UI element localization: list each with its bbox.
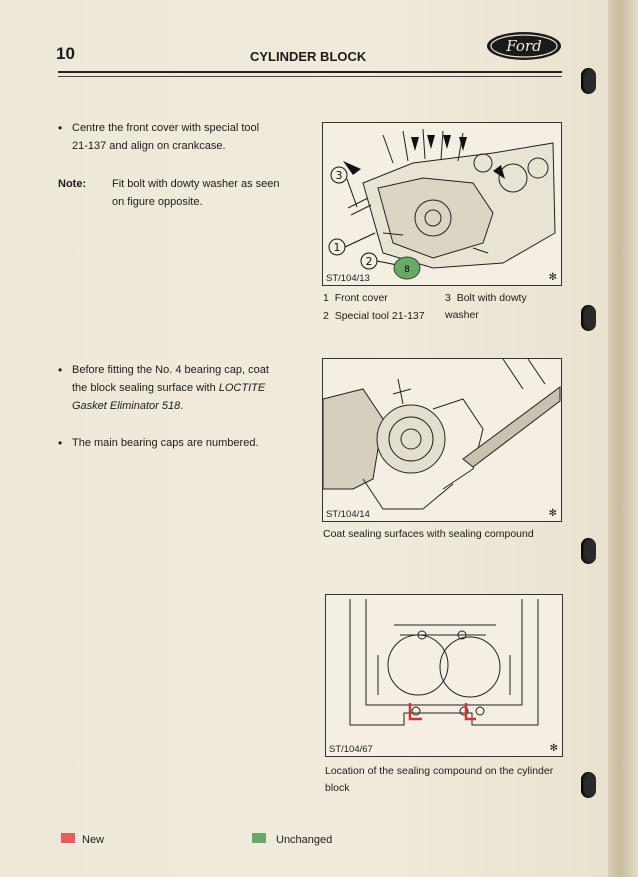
header-rule-thin <box>58 76 562 77</box>
manual-page: 10 CYLINDER BLOCK Ford Centre the front … <box>0 0 608 877</box>
caption-item-2: 2 Special tool 21-137 <box>323 310 425 322</box>
figure-front-cover: 3 1 2 8 ST/104/13 ✻ <box>322 122 562 286</box>
product-name: LOCTITE Gasket Eliminator 518 <box>72 382 266 412</box>
binder-hole <box>581 305 596 331</box>
note-label: Note: <box>58 178 87 190</box>
instruction-centre-cover: Centre the front cover with special tool… <box>58 119 272 155</box>
instruction-coat-surface: Before fitting the No. 4 bearing cap, co… <box>58 361 284 415</box>
page-title: CYLINDER BLOCK <box>250 49 367 64</box>
figure-sealing-location: ST/104/67 ✻ <box>325 594 563 757</box>
ford-logo: Ford <box>487 32 561 60</box>
figure-id: ST/104/13 <box>326 273 370 284</box>
instruction-coat-end: . <box>180 400 184 412</box>
caption-item-3: 3 Bolt with dowty washer <box>445 292 527 321</box>
ford-emblem-icon: ✻ <box>548 508 557 519</box>
logo-text: Ford <box>505 37 541 55</box>
special-tool-highlight <box>393 256 421 280</box>
legend-new-label: New <box>82 834 105 846</box>
legend-unchanged-label: Unchanged <box>276 834 333 846</box>
engine-front-cover-drawing: 3 1 2 8 <box>328 128 556 280</box>
cylinder-block-bottom-drawing <box>349 599 539 726</box>
binder-hole <box>581 68 596 94</box>
sealing-application-drawing <box>322 358 561 510</box>
instruction-coat-text: Before fitting the No. 4 bearing cap, co… <box>72 364 269 394</box>
figure-sealing-surfaces: ST/104/14 ✻ <box>322 358 562 522</box>
page-edge <box>608 0 638 877</box>
callout-2: 2 <box>366 255 373 268</box>
instruction-caps-numbered: The main bearing caps are numbered. <box>58 434 284 452</box>
binder-hole <box>581 538 596 564</box>
caption-sealing-location: Location of the sealing compound on the … <box>325 765 554 794</box>
page-number: 10 <box>56 44 75 63</box>
header-rule <box>58 71 562 73</box>
callout-1: 1 <box>334 241 341 254</box>
svg-text:8: 8 <box>404 265 410 275</box>
caption-item-1: 1 Front cover <box>323 292 388 304</box>
callout-3: 3 <box>336 169 343 182</box>
legend-unchanged-swatch <box>252 833 266 843</box>
binder-hole <box>581 772 596 798</box>
ford-emblem-icon: ✻ <box>548 272 557 283</box>
caption-sealing: Coat sealing surfaces with sealing compo… <box>323 528 534 540</box>
figure-id: ST/104/14 <box>326 509 370 520</box>
legend-new-swatch <box>61 833 75 843</box>
figure-id: ST/104/67 <box>329 744 373 755</box>
note-text: Fit bolt with dowty washer as seen on fi… <box>112 178 280 208</box>
ford-emblem-icon: ✻ <box>549 743 558 754</box>
